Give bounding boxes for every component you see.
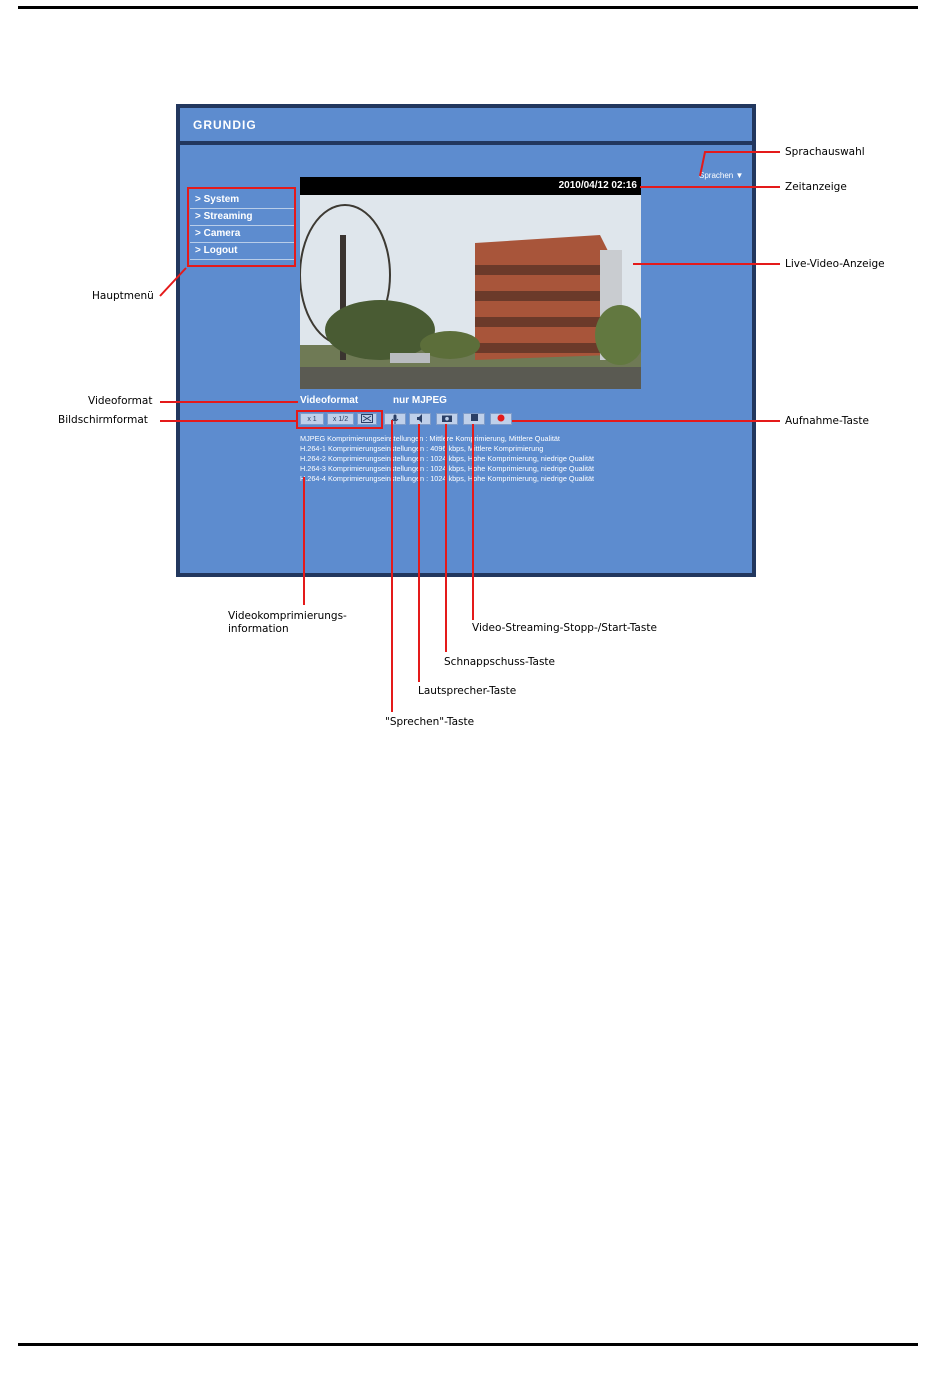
callout-sprachauswahl: Sprachauswahl <box>785 146 865 158</box>
info-line: H.264-2 Komprimierungseinstellungen : 10… <box>300 454 595 463</box>
callout-bildschirmformat: Bildschirmformat <box>58 414 148 426</box>
video-format-value: nur MJPEG <box>393 395 447 406</box>
info-line: MJPEG Komprimierungseinstellungen : Mitt… <box>300 434 560 443</box>
video-frame-image <box>300 195 641 389</box>
camera-icon <box>442 415 452 422</box>
live-video-view <box>300 195 641 389</box>
menu-item-logout[interactable]: > Logout <box>190 243 296 260</box>
top-rule <box>18 6 918 9</box>
callout-streaming-stop: Video-Streaming-Stopp-/Start-Taste <box>472 622 657 634</box>
callout-aufnahme: Aufnahme-Taste <box>785 415 869 427</box>
bottom-rule <box>18 1343 918 1346</box>
size-half-button[interactable]: x 1/2 <box>327 413 354 425</box>
language-selector[interactable]: Sprachen ▼ <box>699 171 744 180</box>
size-x1-button[interactable]: x 1 <box>300 413 324 425</box>
video-format-label: Videoformat <box>300 395 359 406</box>
record-icon <box>497 414 505 422</box>
ui-body: Sprachen ▼ > System > Streaming > Camera… <box>180 145 752 573</box>
camera-web-ui-screenshot: GRUNDIG Sprachen ▼ > System > Streaming … <box>176 104 756 577</box>
callout-videoformat: Videoformat <box>88 395 153 407</box>
callout-hauptmenue: Hauptmenü <box>92 290 154 302</box>
compression-info: MJPEG Komprimierungseinstellungen : Mitt… <box>300 434 594 484</box>
fullscreen-icon <box>361 414 373 423</box>
microphone-icon <box>391 414 399 424</box>
menu-item-streaming[interactable]: > Streaming <box>190 209 296 226</box>
menu-highlight-box <box>187 187 296 267</box>
callout-komprimierung-2: information <box>228 623 289 635</box>
speaker-icon <box>417 414 422 423</box>
main-menu: > System > Streaming > Camera > Logout <box>190 192 296 260</box>
info-line: H.264-3 Komprimierungseinstellungen : 10… <box>300 464 595 473</box>
callout-komprimierung-1: Videokomprimierungs- <box>228 610 347 622</box>
callout-schnappschuss: Schnappschuss-Taste <box>444 656 555 668</box>
menu-item-system[interactable]: > System <box>190 192 296 209</box>
callout-zeitanzeige: Zeitanzeige <box>785 181 847 193</box>
talk-button[interactable] <box>384 413 406 425</box>
record-button[interactable] <box>490 413 512 425</box>
menu-item-camera[interactable]: > Camera <box>190 226 296 243</box>
callout-sprechen: "Sprechen"-Taste <box>385 716 475 728</box>
brand-logo: GRUNDIG <box>193 118 257 132</box>
snapshot-button[interactable] <box>436 413 458 425</box>
timestamp: 2010/04/12 02:16 <box>558 180 637 191</box>
callout-live-video: Live-Video-Anzeige <box>785 258 885 270</box>
info-line: H.264-4 Komprimierungseinstellungen : 10… <box>300 474 595 483</box>
fullscreen-button[interactable] <box>357 413 377 425</box>
callout-lautsprecher: Lautsprecher-Taste <box>418 685 517 697</box>
ui-header: GRUNDIG <box>180 108 752 141</box>
time-display-bar: 2010/04/12 02:16 <box>300 177 641 195</box>
info-line: H.264-1 Komprimierungseinstellungen : 40… <box>300 444 544 453</box>
stop-icon <box>470 414 478 421</box>
screen-format-highlight-box <box>296 410 383 429</box>
